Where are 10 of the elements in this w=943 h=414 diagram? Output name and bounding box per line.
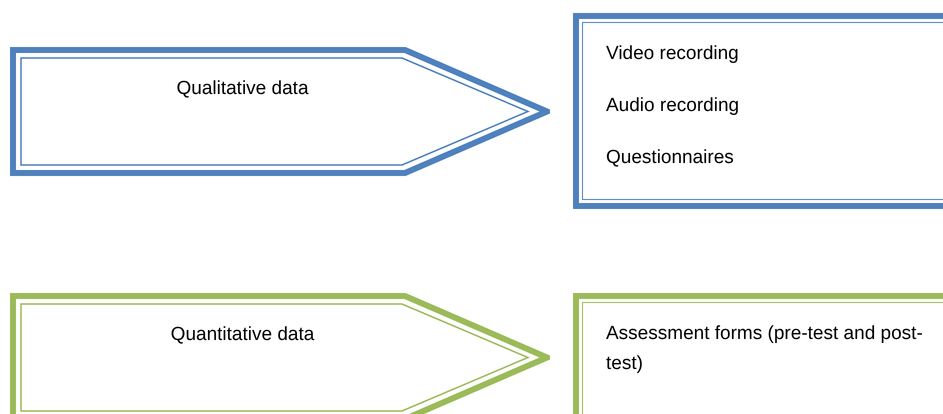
node-text: Qualitative data <box>176 77 309 101</box>
text-box <box>573 293 943 414</box>
node-text: Video recording <box>606 42 740 66</box>
node-text: Questionnaires <box>606 146 735 170</box>
node-text: Audio recording <box>606 94 740 118</box>
node-text: Quantitative data <box>170 323 314 347</box>
pentagon-arrow <box>10 293 550 414</box>
node-text: Assessment forms (pre-test and post-test) <box>606 322 924 376</box>
pentagon-arrow <box>10 47 550 176</box>
text-box <box>573 13 943 209</box>
